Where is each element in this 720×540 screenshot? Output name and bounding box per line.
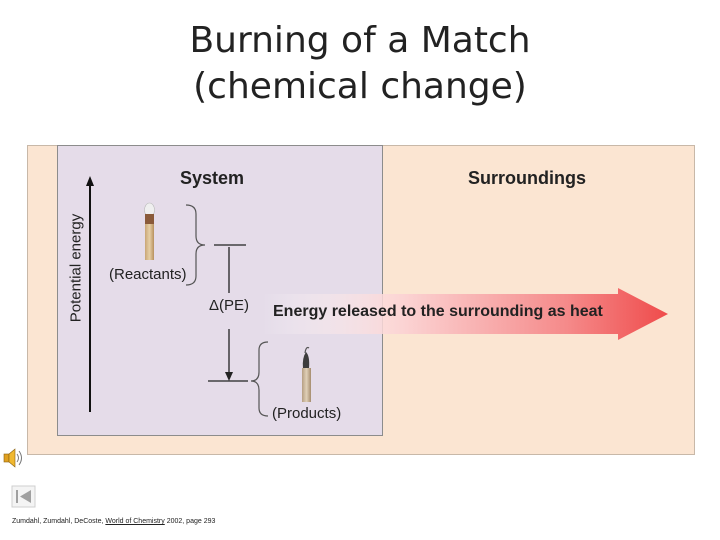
slide-title: Burning of a Match (chemical change)	[0, 18, 720, 110]
delta-pe-label: Δ(PE)	[209, 297, 250, 314]
heat-arrow-label: Energy released to the surrounding as he…	[273, 303, 603, 320]
system-box	[57, 145, 383, 436]
reactants-bracket	[185, 204, 206, 286]
system-label: System	[180, 168, 245, 188]
y-axis-label: Potential energy	[67, 213, 85, 323]
delta-pe-arrow	[225, 329, 233, 381]
products-label: (Products)	[272, 405, 342, 422]
potential-energy-axis	[86, 176, 94, 412]
skip-to-start-icon[interactable]	[11, 485, 36, 508]
citation-authors: Zumdahl, Zumdahl, DeCoste,	[12, 518, 106, 525]
title-line-1: Burning of a Match	[189, 20, 531, 61]
products-bracket	[250, 341, 269, 417]
heat-arrow	[262, 288, 668, 340]
surroundings-label: Surroundings	[468, 168, 586, 188]
match-burnt-icon	[302, 346, 311, 402]
citation-rest: 2002, page 293	[164, 518, 216, 525]
citation-book: World of Chemistry	[105, 518, 165, 525]
reactants-label: (Reactants)	[109, 266, 187, 283]
citation: Zumdahl, Zumdahl, DeCoste, World of Chem…	[12, 518, 215, 525]
title-line-2: (chemical change)	[193, 66, 527, 107]
speaker-icon[interactable]	[3, 448, 22, 468]
match-unburnt-icon	[144, 202, 155, 260]
